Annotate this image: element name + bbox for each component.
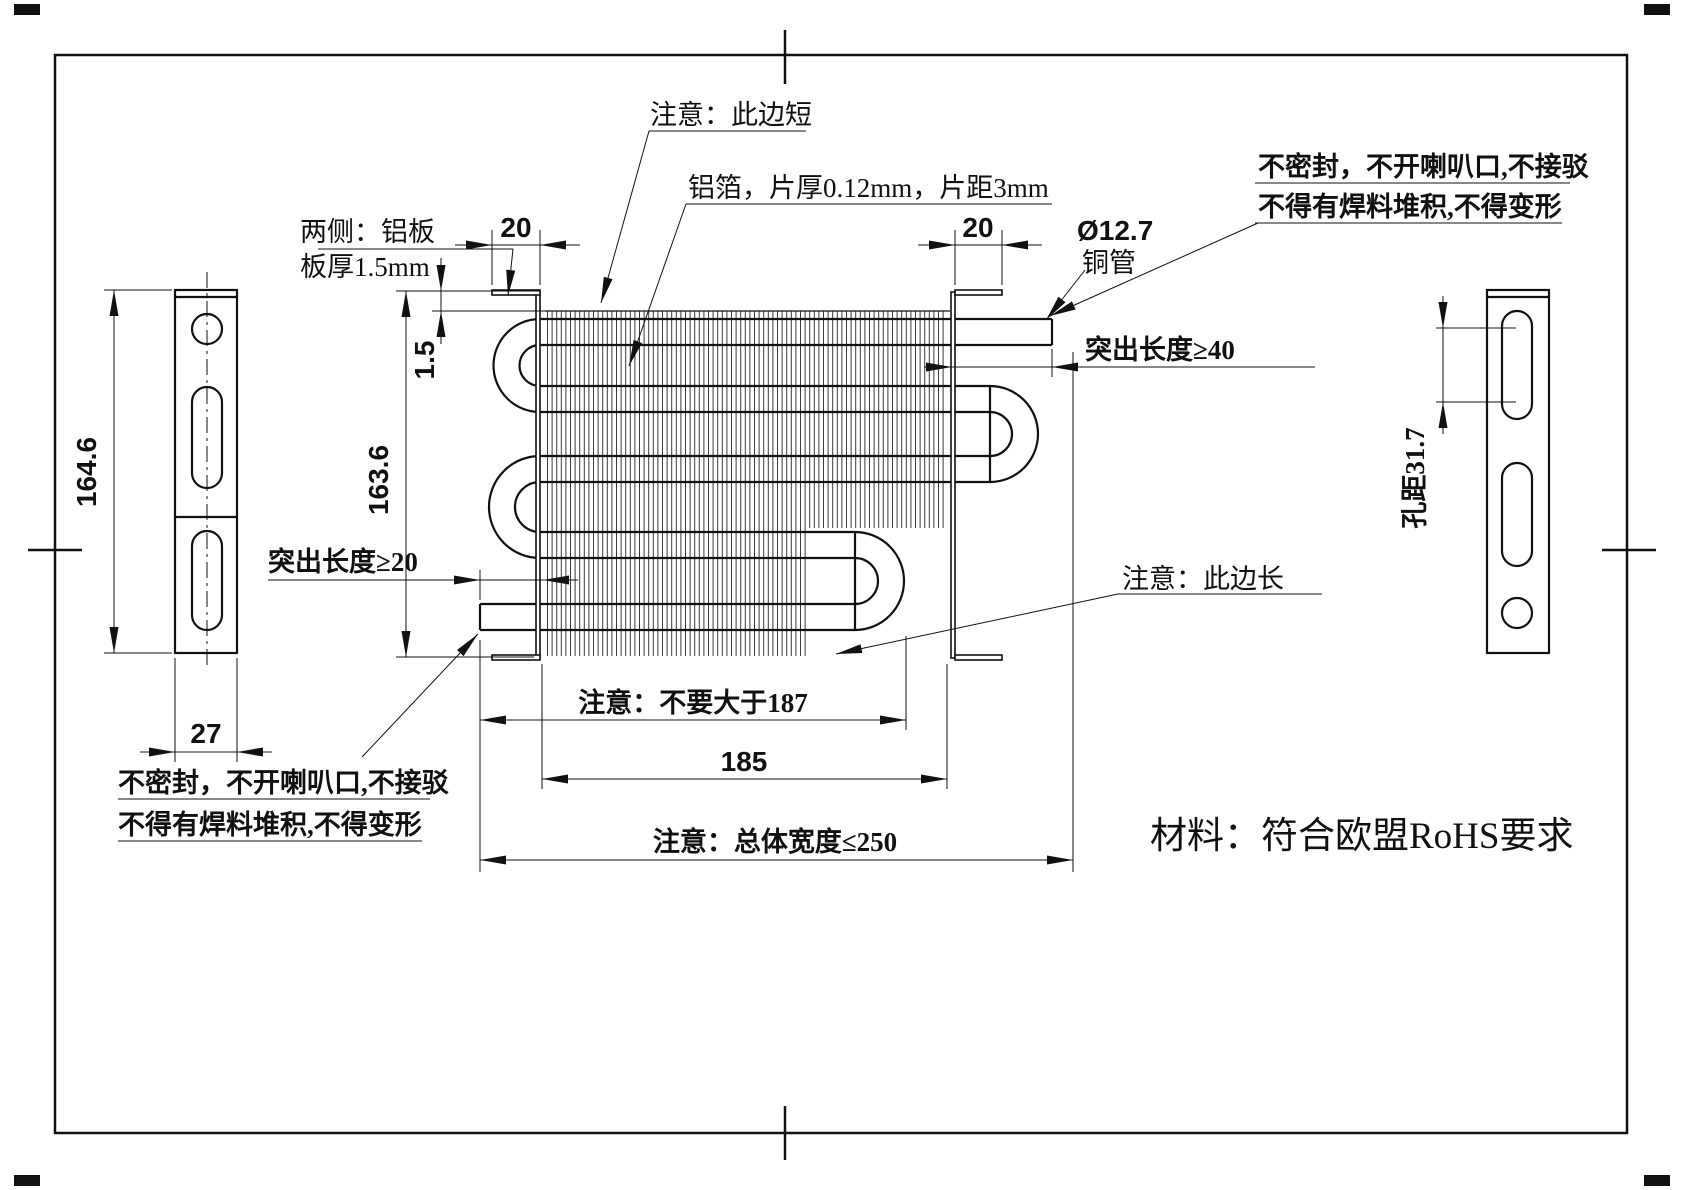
u-bend-right-top [989,384,1040,484]
side-plate-spec-line2: 板厚1.5mm [300,252,430,282]
leader-lines [118,130,1570,842]
left-side-plate-edge [535,291,541,659]
fin-pack [547,311,944,656]
solder-note-bottom-line1: 不密封，不开喇叭口,不接驳 [118,767,450,798]
protrusion-left-label: 突出长度≥20 [268,546,418,577]
right-bracket-view [1436,288,1551,655]
copper-pipe-label: 铜管 [1082,248,1136,278]
dim-164-6-lines [104,289,172,654]
protrusion-right-label: 突出长度≥40 [1085,334,1235,365]
frame-border [28,30,1656,1160]
note-long-edge-label: 注意：此边长 [1122,564,1284,594]
bracket-hole-bottom [1500,596,1534,630]
u-bend-right-bottom [854,530,906,632]
dim-27: 27 [190,718,221,749]
dim-1-5: 1.5 [409,341,440,380]
left-top-flange [491,289,541,296]
dim-overall-width-note: 注意：总体宽度≤250 [653,826,897,857]
tube-rows [478,317,1054,632]
material-note: 材料：符合欧盟RoHS要求 [1150,815,1573,857]
bracket-slot-top [1500,309,1534,421]
solder-note-bottom-line2: 不得有焊料堆积,不得变形 [118,809,422,840]
right-bottom-flange [954,654,1003,661]
pipe-dia-label: Ø12.7 [1077,215,1153,246]
hole-pitch-label: 孔距31.7 [1400,427,1430,528]
right-top-flange [954,289,1003,296]
dim-20-left: 20 [500,212,531,243]
dimension-arrows [109,240,1448,865]
dim-185: 185 [721,746,768,777]
solder-note-top-line1: 不密封，不开喇叭口,不接驳 [1258,151,1590,182]
right-side-plate-edge [950,291,956,659]
solder-note-top-line2: 不得有焊料堆积,不得变形 [1258,191,1562,222]
u-bend-left-top [492,317,541,414]
corner-marks [14,4,1670,1186]
bracket-slot-mid [1500,461,1534,568]
side-plate-spec-line1: 两侧：铝板 [300,217,435,247]
dim-164-6: 164.6 [71,437,102,507]
dim-20-right: 20 [962,212,993,243]
fin-spec-label: 铝箔，片厚0.12mm，片距3mm [688,173,1049,203]
dim-187-note: 注意：不要大于187 [578,687,808,718]
note-short-edge-label: 注意：此边短 [650,100,812,130]
u-bend-left-bottom [487,454,541,560]
left-bracket-view [104,272,272,762]
coil-assembly [109,130,1570,872]
dim-163-6: 163.6 [363,445,394,515]
